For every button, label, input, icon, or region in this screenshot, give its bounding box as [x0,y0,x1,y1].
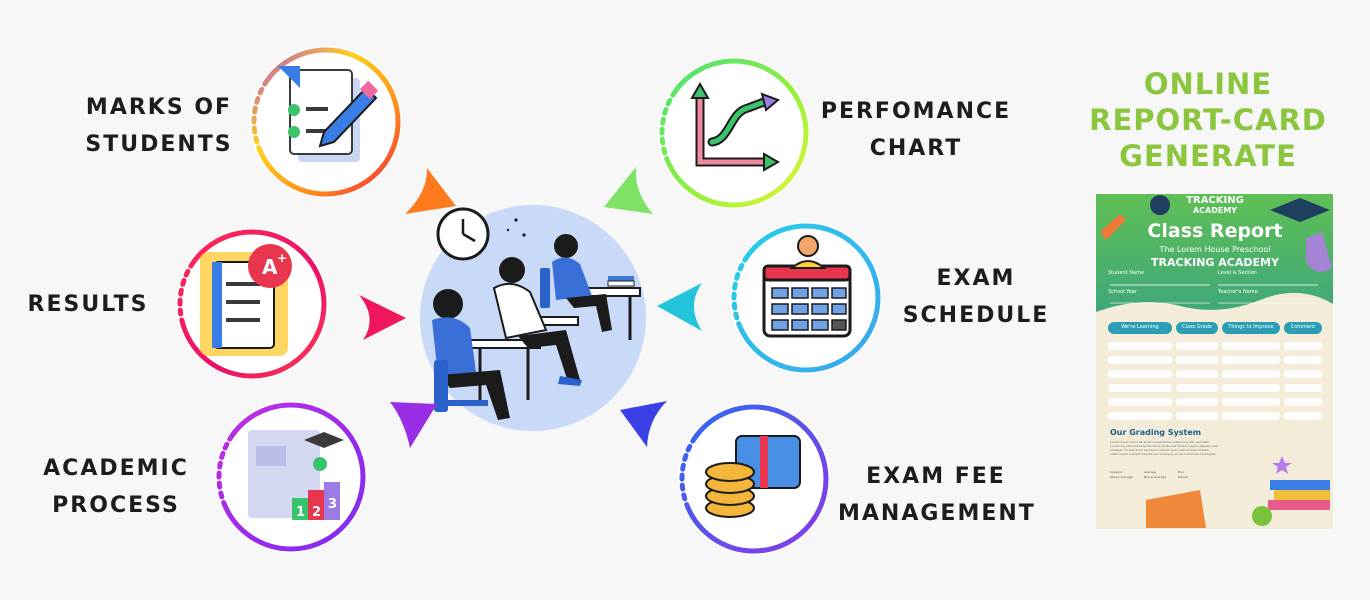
card-brand: TRACKING ACADEMY [1150,196,1280,216]
label-exam-fee-management: EXAM FEE MANAGEMENT [838,458,1034,532]
card-school-year: School Year [1108,289,1137,295]
card-student-name: Student Name [1108,270,1145,276]
title-line: ONLINE [1143,67,1273,101]
card-col-learning: We're Learning [1121,324,1159,330]
arrow-performance [604,167,653,214]
card-teacher-name: Teacher's Name [1218,289,1258,295]
performance-icon-circle [658,57,810,209]
label-line: PROCESS [52,493,180,518]
card-grading-text: Lorem ipsum dolor sit amet consectetuer … [1110,440,1218,456]
label-academic-process: ACADEMIC PROCESS [30,450,202,524]
label-marks-of-students: MARKS OF STUDENTS [76,89,242,163]
center-illustration [420,205,646,431]
card-grading-title: Our Grading System [1110,428,1202,437]
svg-text:3: 3 [328,497,337,512]
graduation-steps-icon: 1 2 3 [248,430,344,520]
student-left [432,289,510,420]
title-line: REPORT-CARD [1089,103,1327,137]
card-col-grade: Class Grade [1182,324,1212,330]
card-academy: TRACKING ACADEMY [1151,256,1279,269]
arrows [359,167,702,448]
svg-text:2: 2 [312,505,321,520]
legend-item: Superior [1110,470,1123,474]
arrow-marks [405,168,456,214]
label-line: SCHEDULE [902,303,1050,328]
label-line: EXAM FEE [866,464,1006,489]
label-line: PERFOMANCE [820,99,1012,124]
student-right [540,234,612,332]
calendar-icon [762,235,852,338]
grade-report-icon: A + [200,244,292,356]
line-chart-icon [690,81,781,172]
label-line: MANAGEMENT [838,501,1036,526]
arrow-results [359,295,406,340]
card-school: The Lorem House Preschool [1159,245,1271,254]
label-line: ACADEMIC [43,456,189,481]
card-brand-line1: TRACKING [1186,195,1244,206]
legend-item: Poor [1178,470,1185,474]
label-line: CHART [869,136,963,161]
card-level-section: Level & Section [1218,270,1257,276]
checklist-pencil-icon [278,66,379,162]
legend-item: Average [1144,470,1157,474]
card-grading-legend: Superior Average Poor Above Average Below A… [1110,470,1220,480]
label-line: EXAM [936,266,1016,291]
arrow-fee [620,401,667,447]
label-exam-schedule: EXAM SCHEDULE [898,260,1054,334]
card-brand-line2: ACADEMY [1192,206,1238,215]
svg-text:1: 1 [296,505,305,520]
report-card-image [1096,194,1333,529]
arrow-academic [390,402,437,448]
report-card-title: ONLINE REPORT-CARD GENERATE [1072,66,1344,174]
label-results: RESULTS [20,286,156,323]
label-line: MARKS OF [85,95,233,120]
svg-text:A: A [262,255,278,279]
label-line: STUDENTS [85,132,233,157]
arrow-schedule [657,283,702,331]
label-performance-chart: PERFOMANCE CHART [820,93,1012,167]
legend-item: Above Average [1110,475,1133,479]
svg-text:+: + [277,251,287,265]
card-heading: Class Report [1147,220,1283,242]
student-middle [492,257,582,386]
card-col-comment: Comment [1290,324,1316,330]
legend-item: Below Average [1144,475,1167,479]
money-coins-icon [705,435,801,518]
title-line: GENERATE [1119,139,1297,173]
legend-item: Failure [1178,475,1188,479]
clock-icon [436,207,490,261]
card-col-improve: Things to Improve [1228,324,1274,330]
label-line: RESULTS [27,292,149,317]
